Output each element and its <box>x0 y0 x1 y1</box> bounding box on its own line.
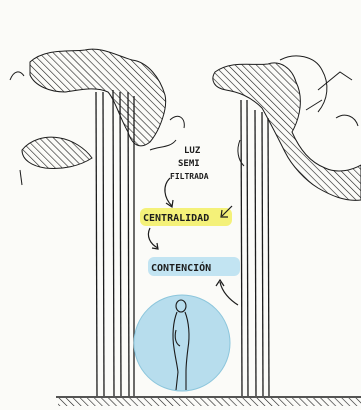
luz-label-line3: FILTRADA <box>170 172 209 181</box>
arrow-circle-to-contencion <box>216 280 238 305</box>
arrow-luz-to-centralidad <box>165 178 173 207</box>
luz-label-line2: SEMI <box>178 159 200 169</box>
right-canopy <box>213 56 361 200</box>
left-trunks <box>96 90 134 396</box>
contencion-label: CONTENCIÓN <box>151 261 211 274</box>
left-canopy <box>10 49 184 185</box>
luz-label-line1: LUZ <box>184 146 201 156</box>
right-trunks <box>241 100 269 396</box>
ground-line <box>56 397 361 406</box>
centralidad-label: CENTRALIDAD <box>143 213 209 224</box>
arrow-centralidad-to-contencion <box>148 228 158 249</box>
containment-circle <box>134 295 230 391</box>
